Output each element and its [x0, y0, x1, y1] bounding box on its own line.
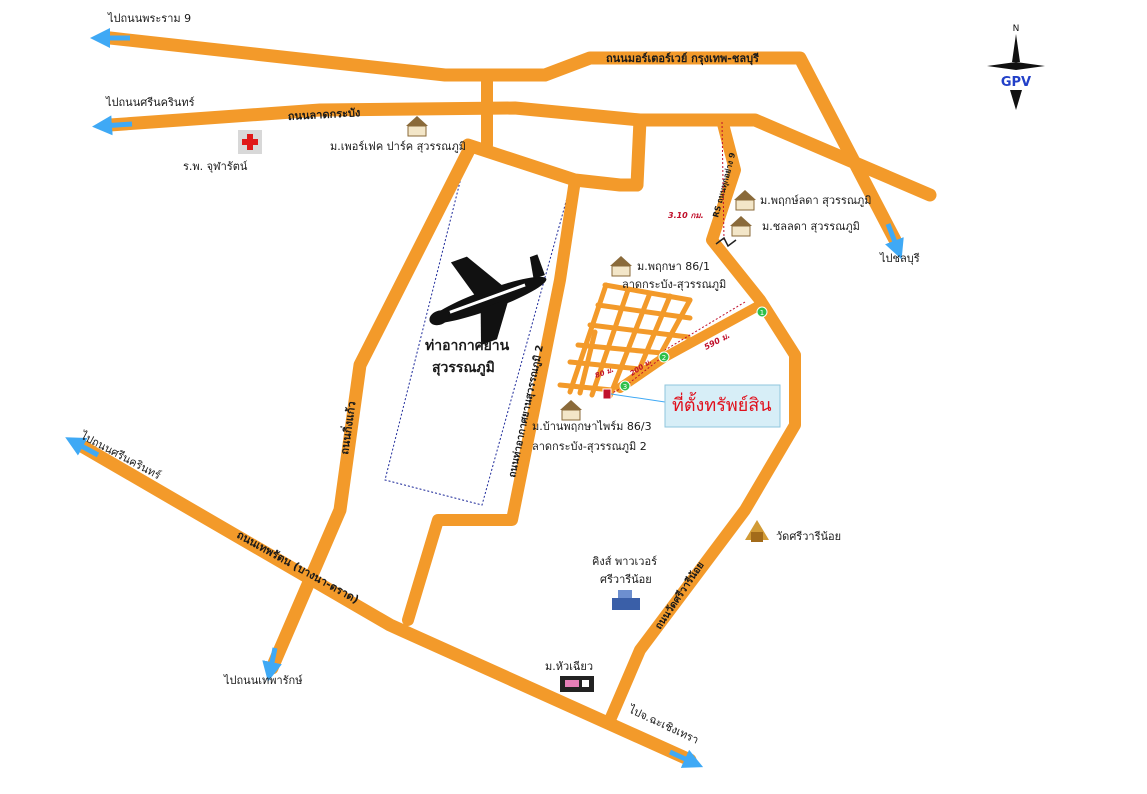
- pruksa-861-label1: ม.พฤกษา 86/1: [637, 260, 710, 273]
- road-motorway-label: ถนนมอร์เตอร์เวย์ กรุงเทพ-ชลบุรี: [606, 52, 759, 66]
- distance-4-label: 80 ม.: [594, 366, 615, 380]
- king-kaeo-road: [265, 141, 477, 675]
- dir-chonburi-label: ไปชลบุรี: [879, 252, 920, 265]
- pruklada-label: ม.พฤกษ์ลดา สุวรรณภูมิ: [760, 194, 872, 207]
- baan-pruksa-label1: ม.บ้านพฤกษาไพร์ม 86/3: [532, 420, 652, 433]
- arrow-chachoengsao-icon: [668, 749, 704, 768]
- arrow-chonburi-icon: [885, 223, 904, 260]
- hospital-label: ร.พ. จุฬารัตน์: [183, 160, 248, 173]
- house-icon: [730, 216, 752, 237]
- pruksa-861-label2: ลาดกระบัง-สุวรรณภูมิ: [622, 278, 726, 291]
- road-network: [73, 31, 937, 767]
- svg-text:3: 3: [623, 383, 627, 391]
- building-icon: [612, 590, 640, 610]
- baan-pruksa-label2: ลาดกระบัง-สุวรรณภูมิ 2: [532, 440, 647, 453]
- perfect-park-label: ม.เพอร์เฟค ปาร์ค สุวรรณภูมิ: [330, 140, 466, 153]
- distance-1-label: 3.10 กม.: [668, 211, 704, 220]
- house-icon: [734, 190, 756, 211]
- house-icon: [610, 256, 632, 277]
- arrow-srinakarin-top-icon: [92, 115, 133, 136]
- kings-power-label1: คิงส์ พาวเวอร์: [592, 555, 657, 568]
- svg-text:N: N: [1013, 24, 1020, 34]
- house-icon: [406, 116, 428, 137]
- hua-chiew-label: ม.หัวเฉียว: [545, 660, 593, 673]
- crossing-icon: [715, 236, 737, 248]
- dir-thepharak-label: ไปถนนเทพารักษ์: [223, 674, 303, 687]
- thepparat-road: [73, 438, 697, 767]
- university-icon: [560, 676, 594, 692]
- arrow-srinakarin-left-icon: [65, 437, 100, 458]
- hospital-icon: [238, 130, 262, 154]
- marker-3: 3: [619, 380, 631, 392]
- temple-label: วัดศรีวารีน้อย: [776, 530, 841, 543]
- temple-icon: [745, 520, 769, 542]
- residential-grid: [557, 282, 693, 399]
- road-lat-krabang-label: ถนนลาดกระบัง: [287, 106, 360, 123]
- compass-icon: N GPV: [987, 24, 1045, 110]
- marker-2: 2: [658, 351, 670, 363]
- airplane-icon: [429, 254, 547, 346]
- house-icon: [560, 400, 582, 421]
- airport-suvarnabhumi2-road: [402, 174, 581, 626]
- lat-krabang-road: [103, 101, 937, 202]
- dir-rama9-label: ไปถนนพระราม 9: [107, 12, 191, 25]
- road-wat-sriwari-label: ถนนวัดศรีวารีน้อย: [653, 559, 707, 631]
- direction-arrows: [65, 28, 904, 768]
- dir-srinakarin-top-label: ไปถนนศรีนครินทร์: [105, 96, 195, 109]
- wat-sriwari-road: [604, 114, 801, 726]
- marker-1: 1: [756, 306, 768, 318]
- svg-text:2: 2: [662, 354, 666, 362]
- property-label: ที่ตั้งทรัพย์สิน: [672, 392, 772, 416]
- chollada-label: ม.ชลลดา สุวรรณภูมิ: [762, 220, 860, 233]
- property-pin-icon: [602, 388, 612, 400]
- airport-label1: ท่าอากาศยาน: [425, 338, 510, 354]
- property-highlight-box: [664, 384, 781, 428]
- kings-power-label2: ศรีวารีน้อย: [600, 573, 652, 586]
- arrow-thepharak-icon: [262, 647, 282, 682]
- airport-label2: สุวรรณภูมิ: [432, 360, 495, 376]
- airport-north-road: [461, 113, 647, 192]
- svg-text:GPV: GPV: [1001, 75, 1031, 90]
- svg-text:1: 1: [760, 309, 764, 317]
- property-pointer-line: [610, 393, 666, 403]
- motorway-road: [103, 31, 902, 247]
